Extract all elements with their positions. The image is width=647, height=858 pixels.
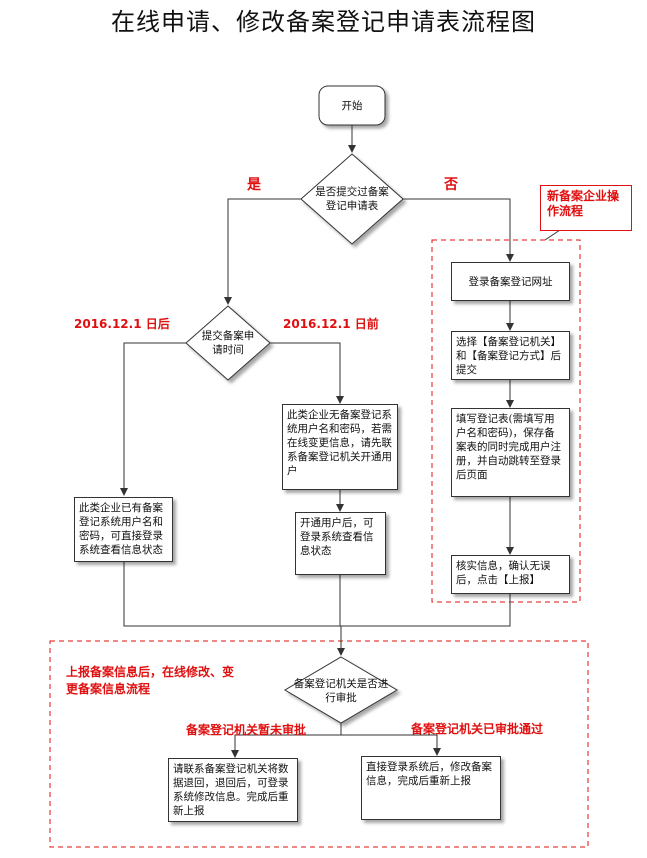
- edge-yes: [224, 198, 301, 305]
- no-label: 否: [444, 177, 458, 193]
- open-user-box: 开通用户后，可登录系统查看信息状态: [295, 512, 386, 575]
- time-decision-text: 提交备案申请时间: [201, 330, 255, 356]
- fill-form-box: 填写登记表(需填写用户名和密码)，保存备案表的同时完成用户注册，并自动跳转至登录…: [451, 408, 570, 497]
- post-report-label: 上报备案信息后，在线修改、变更备案信息流程: [66, 665, 235, 696]
- select-authority-box: 选择【备案登记机关】和【备案登记方式】后提交: [451, 331, 570, 380]
- after-date-box: 此类企业已有备案登记系统用户名和密码，可直接登录系统查看信息状态: [74, 497, 173, 562]
- after-date-label: 2016.12.1 日后: [74, 317, 170, 331]
- submitted-decision-text: 是否提交过备案登记申请表: [315, 186, 389, 212]
- page-title: 在线申请、修改备案登记申请表流程图: [111, 8, 536, 36]
- edge-after-merge: [123, 562, 341, 627]
- new-enterprise-region: [431, 239, 581, 603]
- edge-review-split-right: [341, 734, 441, 756]
- yes-label: 是: [247, 177, 261, 193]
- before-date-box: 此类企业无备案登记系统用户名和密码，若需在线变更信息，请先联系备案登记机关开通用…: [282, 404, 398, 490]
- callout-line: [544, 229, 561, 241]
- edge-no: [403, 198, 514, 262]
- submitted-diamond: [300, 153, 404, 245]
- before-date-label: 2016.12.1 日前: [283, 317, 379, 331]
- edge-review-split: [231, 723, 342, 758]
- start-node: 开始: [341, 99, 363, 112]
- approved-label: 备案登记机关已审批通过: [411, 722, 544, 736]
- verify-submit-box: 核实信息，确认无误后，点击【上报】: [451, 555, 570, 594]
- edge-after: [120, 342, 186, 496]
- not-approved-label: 备案登记机关暂未审批: [186, 723, 307, 737]
- time-diamond: [185, 305, 271, 381]
- new-enterprise-callout: 新备案企业操作流程: [540, 185, 632, 231]
- approved-box: 直接登录系统后，修改备案信息，完成后重新上报: [361, 756, 501, 820]
- edge-verify-merge: [341, 594, 511, 627]
- review-decision-text: 备案登记机关是否进行审批: [293, 678, 389, 704]
- edge-before: [270, 342, 344, 404]
- unapproved-box: 请联系备案登记机关将数据退回，退回后，可登录系统修改信息。完成后重新上报: [168, 758, 298, 822]
- modify-region: [49, 640, 589, 848]
- login-url-box: 登录备案登记网址: [451, 262, 570, 301]
